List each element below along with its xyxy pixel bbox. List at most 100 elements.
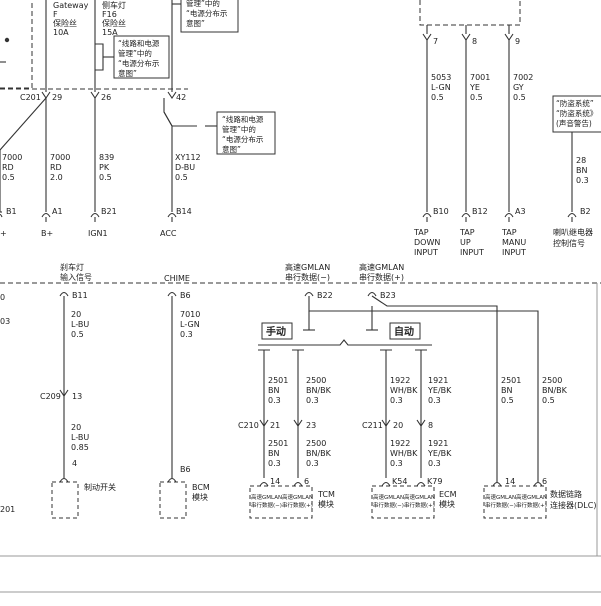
svg-text:管理”中的: 管理”中的 bbox=[222, 124, 256, 134]
svg-text:“电源分布示: “电源分布示 bbox=[222, 134, 264, 144]
svg-text:0.5: 0.5 bbox=[542, 396, 555, 405]
svg-text:L-GN: L-GN bbox=[180, 320, 200, 329]
svg-text:“电源分布示: “电源分布示 bbox=[186, 8, 228, 18]
svg-text:串行数据(+): 串行数据(+) bbox=[404, 501, 435, 509]
svg-text:ACC: ACC bbox=[160, 229, 177, 238]
svg-text:0.5: 0.5 bbox=[501, 396, 514, 405]
svg-text:CHIME: CHIME bbox=[164, 274, 190, 283]
svg-text:高速GMLAN: 高速GMLAN bbox=[251, 493, 282, 501]
ecm-module-box bbox=[371, 485, 435, 519]
svg-text:0.3: 0.3 bbox=[428, 459, 441, 468]
svg-text:C210: C210 bbox=[238, 421, 259, 430]
svg-text:BN: BN bbox=[576, 166, 587, 175]
svg-text:0.3: 0.3 bbox=[390, 396, 403, 405]
svg-text:串行数据(−): 串行数据(−) bbox=[251, 501, 282, 509]
svg-text:2501: 2501 bbox=[268, 439, 288, 448]
svg-text:14: 14 bbox=[505, 477, 515, 486]
svg-text:2500: 2500 bbox=[542, 376, 562, 385]
tcm-label: TCM bbox=[317, 490, 335, 499]
manual-label: 手动 bbox=[266, 325, 286, 338]
svg-text:4: 4 bbox=[72, 459, 77, 468]
dlc-connector-box bbox=[483, 485, 547, 519]
svg-text:10A: 10A bbox=[53, 28, 69, 37]
svg-text:L-GN: L-GN bbox=[431, 83, 451, 92]
svg-text:高速GMLAN: 高速GMLAN bbox=[516, 493, 547, 501]
svg-text:WH/BK: WH/BK bbox=[390, 386, 418, 395]
svg-text:Gateway: Gateway bbox=[53, 1, 89, 10]
svg-text:BN/BK: BN/BK bbox=[306, 449, 332, 458]
svg-text:高速GMLAN: 高速GMLAN bbox=[485, 493, 516, 501]
svg-text:L-BU: L-BU bbox=[71, 433, 89, 442]
wire-label-bplus: 7000 RD 2.0 bbox=[50, 153, 70, 182]
svg-text:7000: 7000 bbox=[2, 153, 22, 162]
svg-text:A1: A1 bbox=[52, 207, 63, 216]
svg-text:201: 201 bbox=[0, 505, 15, 514]
svg-text:20: 20 bbox=[71, 423, 81, 432]
connector-c201: C201 bbox=[20, 93, 41, 102]
svg-text:20: 20 bbox=[393, 421, 403, 430]
svg-text:刹车灯: 刹车灯 bbox=[60, 262, 84, 272]
svg-text:L-BU: L-BU bbox=[71, 320, 89, 329]
svg-text:串行数据(+): 串行数据(+) bbox=[282, 501, 313, 509]
svg-text:BN: BN bbox=[268, 386, 279, 395]
svg-text:串行数据(−): 串行数据(−) bbox=[485, 501, 516, 509]
note-box-mid: “线路和电源 管理”中的 “电源分布示 意图” bbox=[95, 35, 170, 79]
note-box-acc: “线路和电源 管理”中的 “电源分布示 意图” bbox=[163, 111, 276, 155]
svg-text:高速GMLAN: 高速GMLAN bbox=[359, 262, 404, 272]
svg-text:模块: 模块 bbox=[318, 499, 334, 509]
svg-text:0.5: 0.5 bbox=[99, 173, 112, 182]
svg-text:23: 23 bbox=[306, 421, 316, 430]
svg-text:B11: B11 bbox=[72, 291, 88, 300]
svg-text:串行数据(+): 串行数据(+) bbox=[516, 501, 547, 509]
svg-text:7001: 7001 bbox=[470, 73, 490, 82]
svg-text:喇叭继电器: 喇叭继电器 bbox=[553, 227, 593, 237]
svg-text:0.5: 0.5 bbox=[513, 93, 526, 102]
svg-text:PK: PK bbox=[99, 163, 110, 172]
svg-text:B22: B22 bbox=[317, 291, 333, 300]
svg-text:0: 0 bbox=[0, 293, 5, 302]
svg-text:TAP: TAP bbox=[459, 228, 475, 237]
tap-wire-labels: 5053 L-GN 0.5 7001 YE 0.5 7002 GY 0.5 bbox=[431, 73, 533, 102]
svg-text:“线路和电源: “线路和电源 bbox=[118, 38, 160, 48]
svg-text:7002: 7002 bbox=[513, 73, 533, 82]
brake-switch-box bbox=[51, 481, 79, 519]
svg-text:0.85: 0.85 bbox=[71, 443, 89, 452]
svg-text:B1: B1 bbox=[6, 207, 17, 216]
svg-text:20: 20 bbox=[71, 310, 81, 319]
terminals-top-row: B1 + A1 B+ B21 IGN1 B14 ACC bbox=[0, 207, 192, 238]
svg-text:“线路和电源: “线路和电源 bbox=[222, 114, 264, 124]
svg-text:管理”中的: 管理”中的 bbox=[186, 0, 220, 8]
svg-text:UP: UP bbox=[460, 238, 471, 247]
svg-text:保险丝: 保险丝 bbox=[102, 18, 126, 28]
svg-text:INPUT: INPUT bbox=[502, 248, 526, 257]
wire-label-ign1: 839 PK 0.5 bbox=[99, 153, 114, 182]
svg-text:2501: 2501 bbox=[501, 376, 521, 385]
svg-text:连接器(DLC): 连接器(DLC) bbox=[550, 500, 596, 510]
svg-text:模块: 模块 bbox=[439, 499, 455, 509]
svg-text:0.3: 0.3 bbox=[576, 176, 589, 185]
svg-text:0.3: 0.3 bbox=[428, 396, 441, 405]
svg-text:输入信号: 输入信号 bbox=[60, 272, 92, 282]
svg-text:0.3: 0.3 bbox=[306, 459, 319, 468]
svg-text:1922: 1922 bbox=[390, 439, 410, 448]
svg-text:K54: K54 bbox=[392, 477, 407, 486]
svg-text:42: 42 bbox=[176, 93, 186, 102]
svg-text:(声音警告): (声音警告) bbox=[556, 118, 592, 128]
auto-label: 自动 bbox=[394, 325, 414, 338]
note-box-top: 管理”中的 “电源分布示 意图” bbox=[172, 0, 239, 33]
svg-text:0.3: 0.3 bbox=[180, 330, 193, 339]
svg-text:高速GMLAN: 高速GMLAN bbox=[285, 262, 330, 272]
svg-text:YE/BK: YE/BK bbox=[427, 449, 452, 458]
svg-text:+: + bbox=[0, 229, 7, 238]
svg-text:模块: 模块 bbox=[192, 492, 208, 502]
svg-text:B12: B12 bbox=[472, 207, 488, 216]
svg-text:YE/BK: YE/BK bbox=[427, 386, 452, 395]
svg-text:A3: A3 bbox=[515, 207, 526, 216]
svg-text:“防盗系统》: “防盗系统》 bbox=[556, 108, 597, 118]
svg-text:B6: B6 bbox=[180, 465, 191, 474]
svg-text:高速GMLAN: 高速GMLAN bbox=[282, 493, 313, 501]
svg-text:B10: B10 bbox=[433, 207, 449, 216]
svg-text:21: 21 bbox=[270, 421, 280, 430]
wire-label-acc: XY112 D-BU 0.5 bbox=[175, 153, 201, 182]
svg-text:B23: B23 bbox=[380, 291, 396, 300]
